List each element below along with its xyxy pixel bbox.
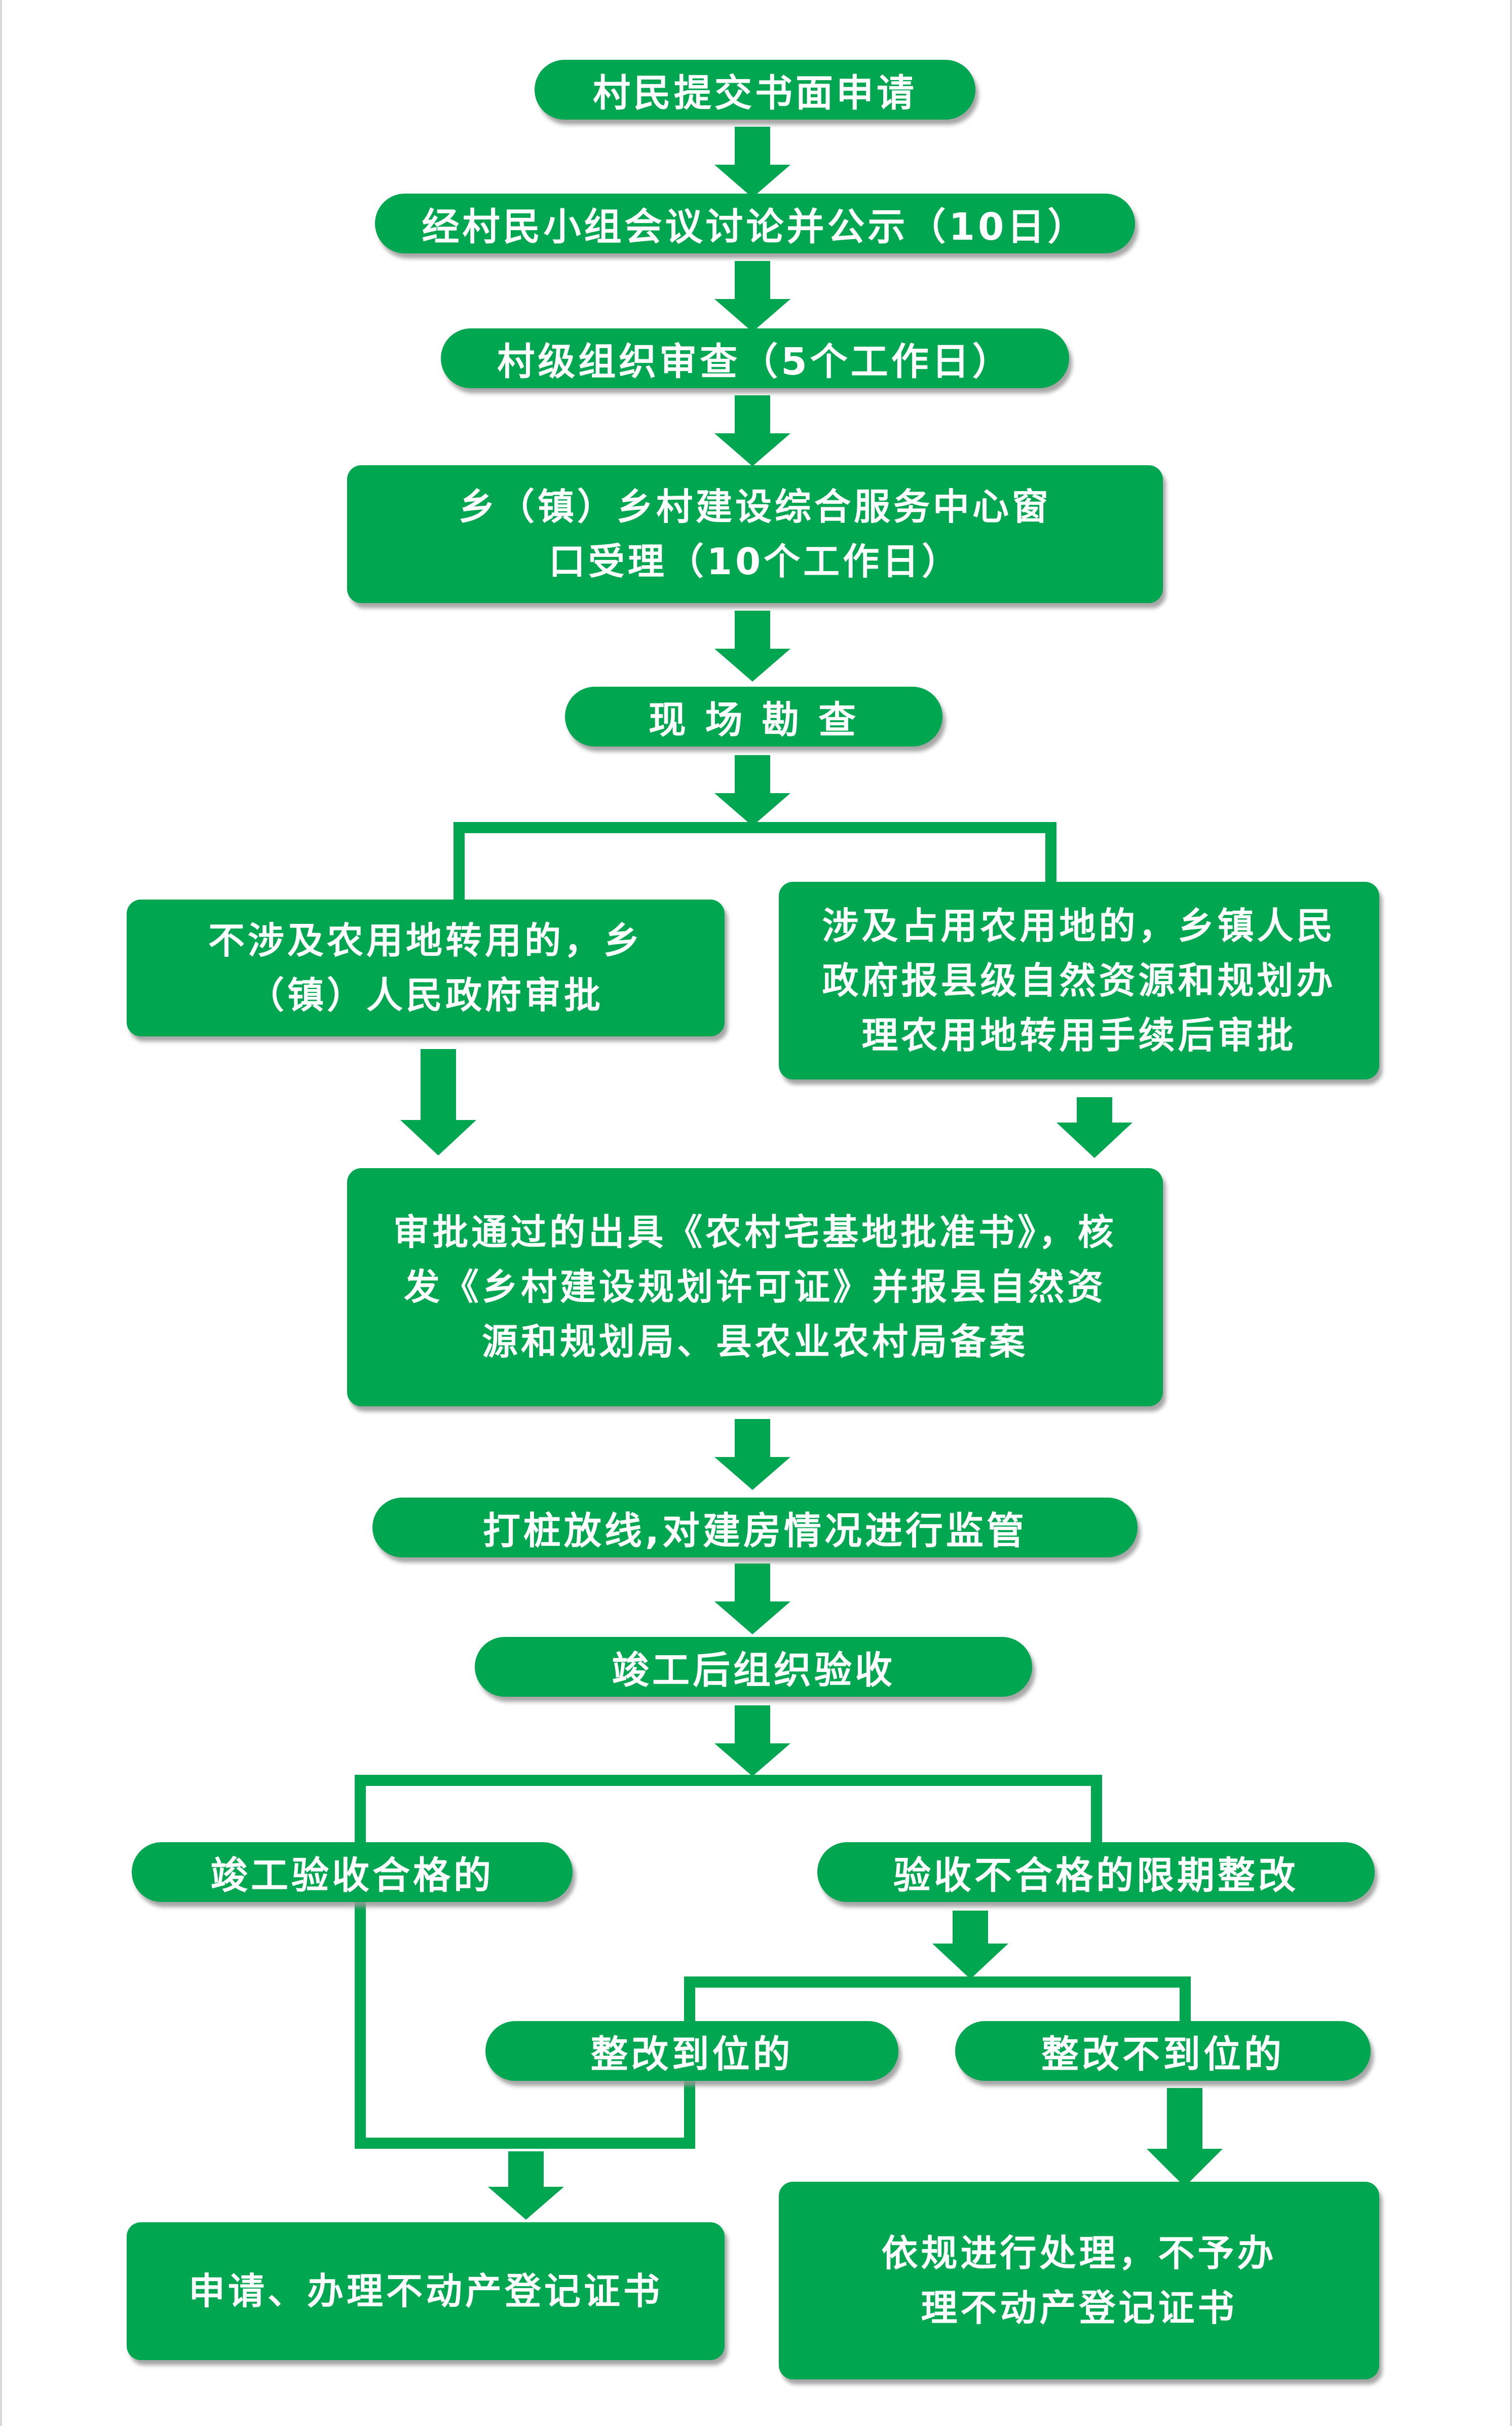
arrow-down-icon [714, 611, 790, 682]
branch-line-2-left-drop [355, 1775, 366, 1856]
arrow-down-icon [714, 395, 790, 466]
branch-line-1-right-drop [1045, 822, 1056, 883]
step-farmland-conversion-approval: 涉及占用农用地的，乡镇人民政府报县级自然资源和规划办理农用地转用手续后审批 [779, 882, 1379, 1079]
step-township-approval: 不涉及农用地转用的，乡（镇）人民政府审批 [127, 900, 725, 1036]
step-submit-application: 村民提交书面申请 [535, 60, 975, 120]
merge-line-right-vertical [684, 2068, 695, 2149]
step-acceptance-passed: 竣工验收合格的 [132, 1842, 573, 1902]
step-group-meeting-publicity: 经村民小组会议讨论并公示（10日） [375, 194, 1135, 253]
step-acceptance-failed-rectify: 验收不合格的限期整改 [817, 1842, 1375, 1902]
arrow-down-icon [714, 1563, 790, 1634]
arrow-down-icon [714, 1705, 790, 1776]
arrow-down-icon [1056, 1097, 1132, 1158]
branch-line-1-horizontal [453, 822, 1056, 833]
branch-line-3-left-drop [684, 1976, 695, 2032]
step-staking-and-supervision: 打桩放线,对建房情况进行监管 [372, 1498, 1138, 1557]
arrow-down-icon [488, 2151, 564, 2220]
arrow-down-icon [400, 1049, 476, 1155]
arrow-down-icon [714, 1419, 790, 1490]
branch-line-2-horizontal [355, 1775, 1102, 1786]
step-completion-acceptance: 竣工后组织验收 [475, 1637, 1032, 1697]
branch-line-2-right-drop [1091, 1775, 1102, 1856]
arrow-down-icon [714, 261, 790, 332]
arrow-down-icon [714, 127, 790, 198]
arrow-down-icon [1147, 2088, 1223, 2187]
step-rectified: 整改到位的 [485, 2021, 898, 2081]
step-apply-property-certificate: 申请、办理不动产登记证书 [127, 2222, 725, 2360]
arrow-down-icon [932, 1911, 1008, 1979]
step-site-survey: 现 场 勘 查 [565, 687, 942, 747]
branch-line-1-left-drop [453, 822, 465, 903]
merge-line-left-vertical [355, 1888, 366, 2149]
step-issue-certificates-and-filing: 审批通过的出具《农村宅基地批准书》，核发《乡村建设规划许可证》并报县自然资源和规… [347, 1168, 1163, 1406]
merge-line-horizontal [355, 2138, 695, 2149]
step-village-review: 村级组织审查（5个工作日） [441, 328, 1069, 388]
step-not-rectified: 整改不到位的 [955, 2021, 1371, 2081]
branch-line-3-right-drop [1180, 1976, 1191, 2032]
arrow-down-icon [714, 755, 790, 826]
step-handle-no-certificate: 依规进行处理，不予办理不动产登记证书 [779, 2182, 1379, 2379]
branch-line-3-horizontal [684, 1976, 1191, 1988]
step-township-center-acceptance: 乡（镇）乡村建设综合服务中心窗口受理（10个工作日） [347, 465, 1163, 603]
